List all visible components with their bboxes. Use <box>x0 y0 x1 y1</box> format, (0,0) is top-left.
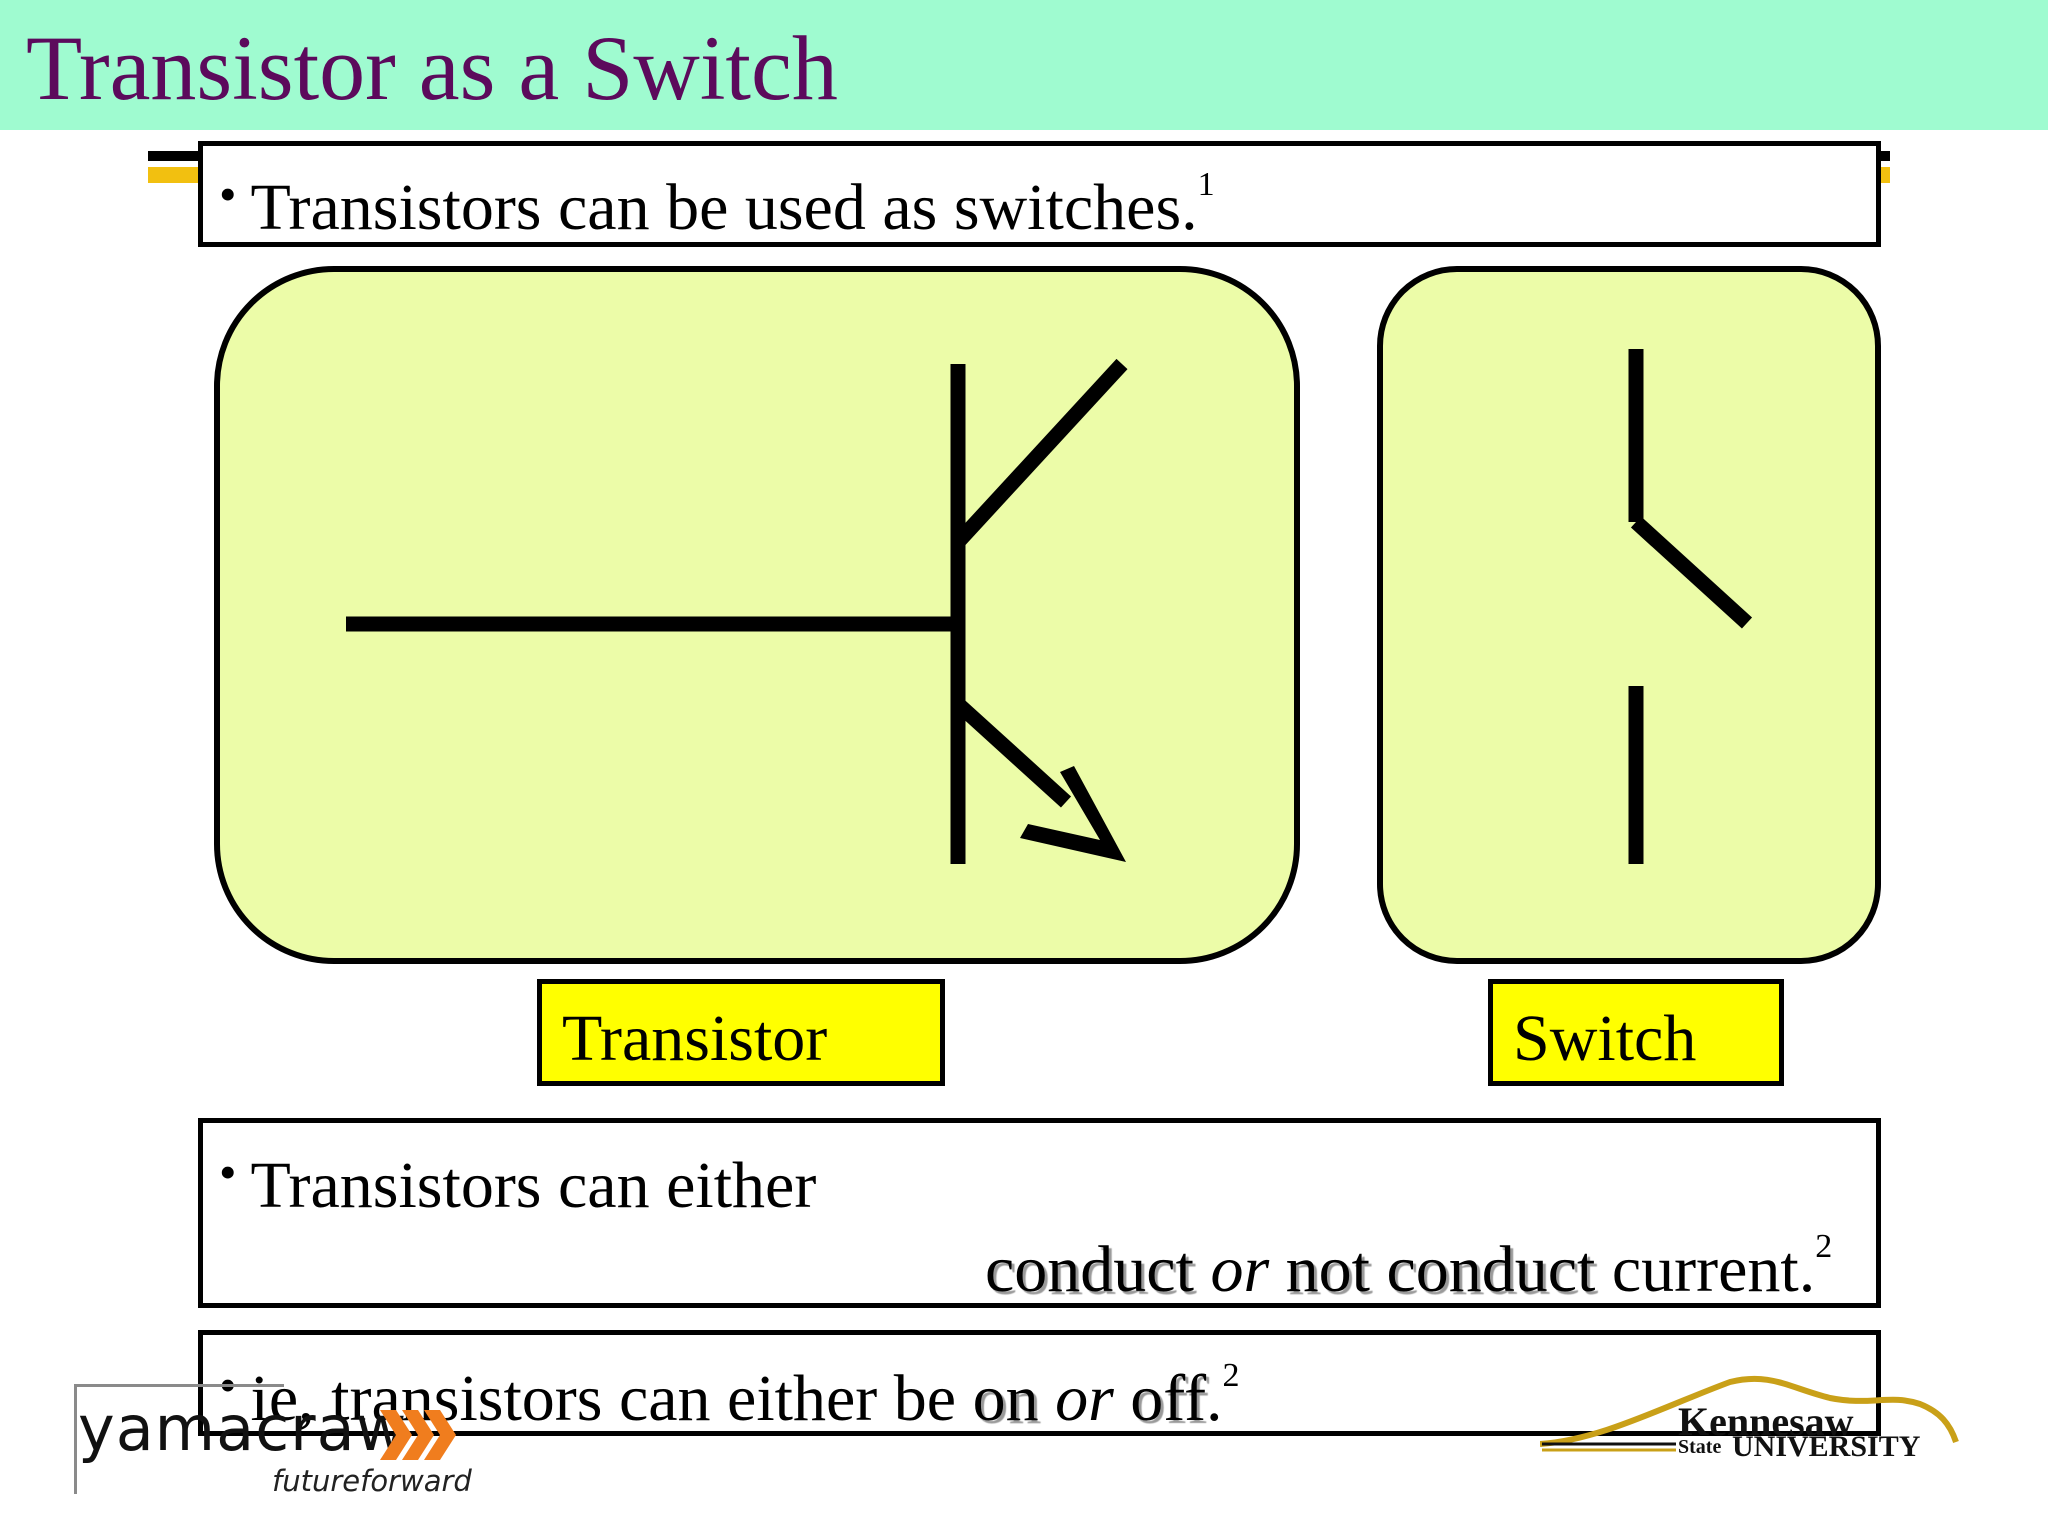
title-bar: Transistor as a Switch <box>0 0 2048 130</box>
switch-label: Switch <box>1488 979 1784 1086</box>
kennesaw-wordmark: Kennesaw <box>1678 1399 1854 1444</box>
current-word: current. <box>1611 1233 1816 1306</box>
conduct-word: conduct <box>985 1233 1194 1306</box>
off-word: off <box>1130 1362 1207 1435</box>
footnote-ref-1: 1 <box>1197 166 1215 203</box>
bullet-text-2: •Transistors can either <box>219 1147 816 1219</box>
slide-title: Transistor as a Switch <box>26 17 838 119</box>
bullet-box-2: •Transistors can either conduct or not c… <box>198 1118 1881 1308</box>
transistor-symbol-icon <box>346 358 1128 864</box>
period: . <box>1206 1362 1223 1435</box>
bullet-2-line-1: Transistors can either <box>250 1149 817 1222</box>
not-conduct-phrase: not conduct <box>1285 1233 1596 1306</box>
kennesaw-university: UNIVERSITY <box>1732 1430 1921 1463</box>
bullet-box-3: •ie, transistors can either be on or off… <box>198 1330 1881 1436</box>
bullet-text-3: •ie, transistors can either be on or off… <box>219 1359 1240 1432</box>
yamacraw-logo: yamacraw futureforward <box>74 1380 474 1500</box>
logo-frame-top <box>74 1384 284 1387</box>
bullet-text-2-continued: conduct or not conduct current.2 <box>985 1230 1832 1303</box>
bullet-glyph: • <box>219 1144 237 1200</box>
footnote-ref-3: 2 <box>1222 1357 1240 1394</box>
yamacraw-wordmark: yamacraw <box>78 1392 408 1465</box>
kennesaw-state: State <box>1678 1436 1722 1458</box>
bullet-glyph: • <box>219 166 237 222</box>
logo-frame-left <box>74 1384 77 1494</box>
or-word-3: or <box>1055 1362 1114 1435</box>
chevrons-icon <box>380 1410 456 1460</box>
bullet-text-1: •Transistors can be used as switches.1 <box>219 168 1215 241</box>
footnote-ref-2: 2 <box>1815 1228 1833 1265</box>
switch-symbol-icon <box>1628 349 1753 864</box>
switch-panel <box>1377 266 1881 964</box>
on-word: on <box>972 1362 1039 1435</box>
mountain-icon <box>1540 1375 1959 1452</box>
or-word: or <box>1210 1233 1270 1306</box>
bullet-3-prefix: ie, transistors can either be <box>250 1362 957 1435</box>
bullet-box-1: •Transistors can be used as switches.1 <box>198 141 1881 247</box>
bullet-1-text: Transistors can be used as switches. <box>250 171 1198 244</box>
transistor-panel <box>214 266 1300 964</box>
yamacraw-tagline: futureforward <box>272 1464 472 1498</box>
transistor-label: Transistor <box>537 979 945 1086</box>
kennesaw-logo: Kennesaw State UNIVERSITY <box>1540 1368 1960 1468</box>
